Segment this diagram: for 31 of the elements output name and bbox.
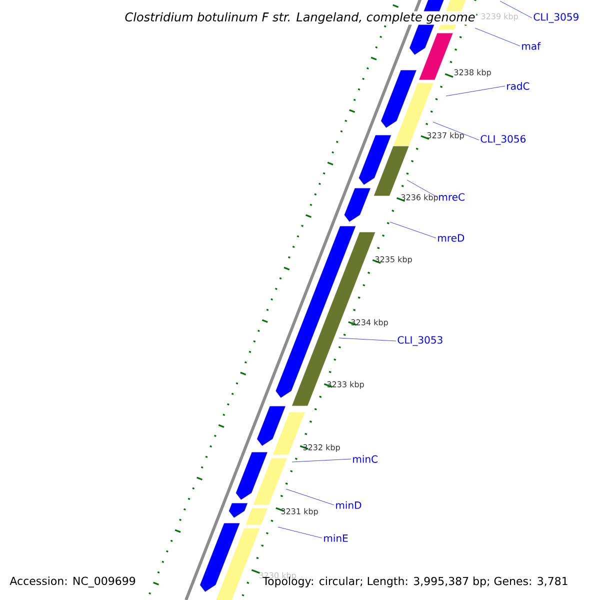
gene-label: mreD bbox=[438, 234, 464, 242]
gene-label: minD bbox=[336, 501, 362, 509]
gene-label: mreC bbox=[439, 193, 464, 201]
gene-label: minE bbox=[324, 534, 348, 542]
leader-line bbox=[406, 180, 438, 198]
gene-label: CLI_3053 bbox=[398, 336, 442, 346]
leader-line bbox=[500, 0, 532, 18]
leader-line bbox=[292, 458, 352, 462]
leader-line bbox=[446, 86, 506, 96]
scale-label: 3238 kbp bbox=[454, 69, 491, 77]
scale-label: 3237 kbp bbox=[427, 132, 464, 140]
accession-text: Accession: NC_009699 bbox=[10, 576, 136, 588]
gene-label: CLI_3056 bbox=[480, 135, 526, 145]
scale-label: 3236 kbp bbox=[401, 194, 438, 202]
leader-line bbox=[432, 122, 480, 140]
gene-label: CLI_3059 bbox=[534, 13, 578, 23]
leader-line bbox=[338, 338, 396, 342]
scale-label: 3232 kbp bbox=[303, 444, 340, 452]
gene-label: radC bbox=[507, 82, 530, 90]
scale-label: 3231 kbp bbox=[281, 508, 318, 516]
title: Clostridium botulinum F str. Langeland, complete genome bbox=[124, 11, 476, 25]
leader-line bbox=[390, 222, 436, 238]
scale-label: 3233 kbp bbox=[327, 381, 364, 389]
scale-label: 3234 kbp bbox=[351, 319, 388, 327]
leader-line bbox=[278, 526, 322, 538]
gene-label: minC bbox=[353, 455, 378, 463]
leader-line bbox=[474, 28, 520, 46]
leader-line bbox=[286, 488, 334, 506]
scale-label: 3235 kbp bbox=[375, 256, 412, 264]
gene-label: maf bbox=[522, 42, 541, 50]
scale-label: 3239 kbp bbox=[481, 13, 518, 21]
